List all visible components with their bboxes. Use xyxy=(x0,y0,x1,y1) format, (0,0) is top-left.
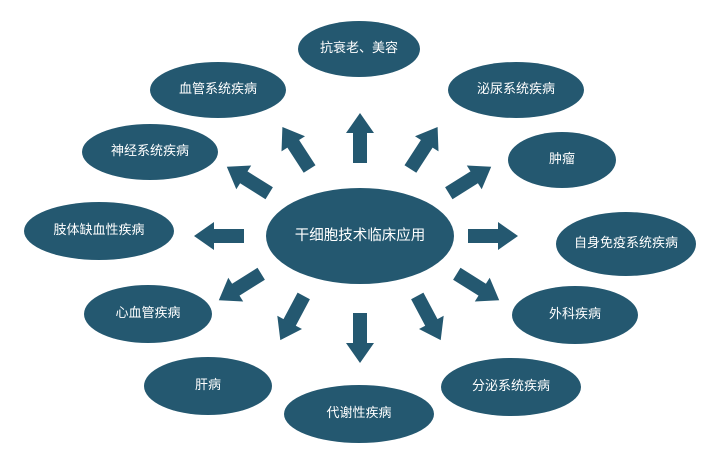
node-vascular-disease: 血管系统疾病 xyxy=(150,62,286,118)
node-label: 抗衰老、美容 xyxy=(319,40,398,56)
node-label: 肝病 xyxy=(194,377,221,393)
arrow-to-cardio xyxy=(218,267,265,302)
node-label: 肢体缺血性疾病 xyxy=(53,222,145,238)
node-label: 泌尿系统疾病 xyxy=(476,81,555,97)
node-label: 心血管疾病 xyxy=(115,305,181,321)
arrow-to-surgical xyxy=(453,267,500,302)
node-label: 血管系统疾病 xyxy=(178,81,257,97)
center-node: 干细胞技术临床应用 xyxy=(266,188,454,284)
arrow-to-urinary xyxy=(404,127,439,173)
arrow-to-nervous xyxy=(226,165,273,200)
arrow-to-metabolic xyxy=(346,313,374,363)
node-cardiovascular-disease: 心血管疾病 xyxy=(84,285,212,343)
node-surgical-disease: 外科疾病 xyxy=(512,286,638,344)
arrow-to-limb xyxy=(194,222,244,250)
node-label: 代谢性疾病 xyxy=(326,405,392,421)
node-label: 神经系统疾病 xyxy=(110,143,189,159)
node-endocrine-disease: 分泌系统疾病 xyxy=(441,358,581,416)
node-liver-disease: 肝病 xyxy=(144,357,272,415)
arrow-to-autoimmune xyxy=(468,222,518,250)
node-metabolic-disease: 代谢性疾病 xyxy=(284,385,434,443)
arrow-to-vascular xyxy=(281,127,316,173)
arrow-to-liver xyxy=(277,292,310,341)
node-anti-aging-beauty: 抗衰老、美容 xyxy=(298,21,420,77)
node-label: 肿瘤 xyxy=(548,151,575,167)
node-autoimmune-disease: 自身免疫系统疾病 xyxy=(556,212,696,276)
node-tumor: 肿瘤 xyxy=(508,132,616,188)
arrow-to-anti-aging xyxy=(346,113,374,163)
node-nervous-disease: 神经系统疾病 xyxy=(82,124,218,180)
arrow-to-tumor xyxy=(445,165,492,200)
arrow-to-endocrine xyxy=(411,292,444,341)
center-node-label: 干细胞技术临床应用 xyxy=(294,227,426,244)
node-label: 分泌系统疾病 xyxy=(471,378,550,394)
node-label: 外科疾病 xyxy=(548,306,601,322)
node-label: 自身免疫系统疾病 xyxy=(573,235,678,251)
node-limb-ischemic-disease: 肢体缺血性疾病 xyxy=(24,202,174,260)
node-urinary-disease: 泌尿系统疾病 xyxy=(448,62,584,118)
